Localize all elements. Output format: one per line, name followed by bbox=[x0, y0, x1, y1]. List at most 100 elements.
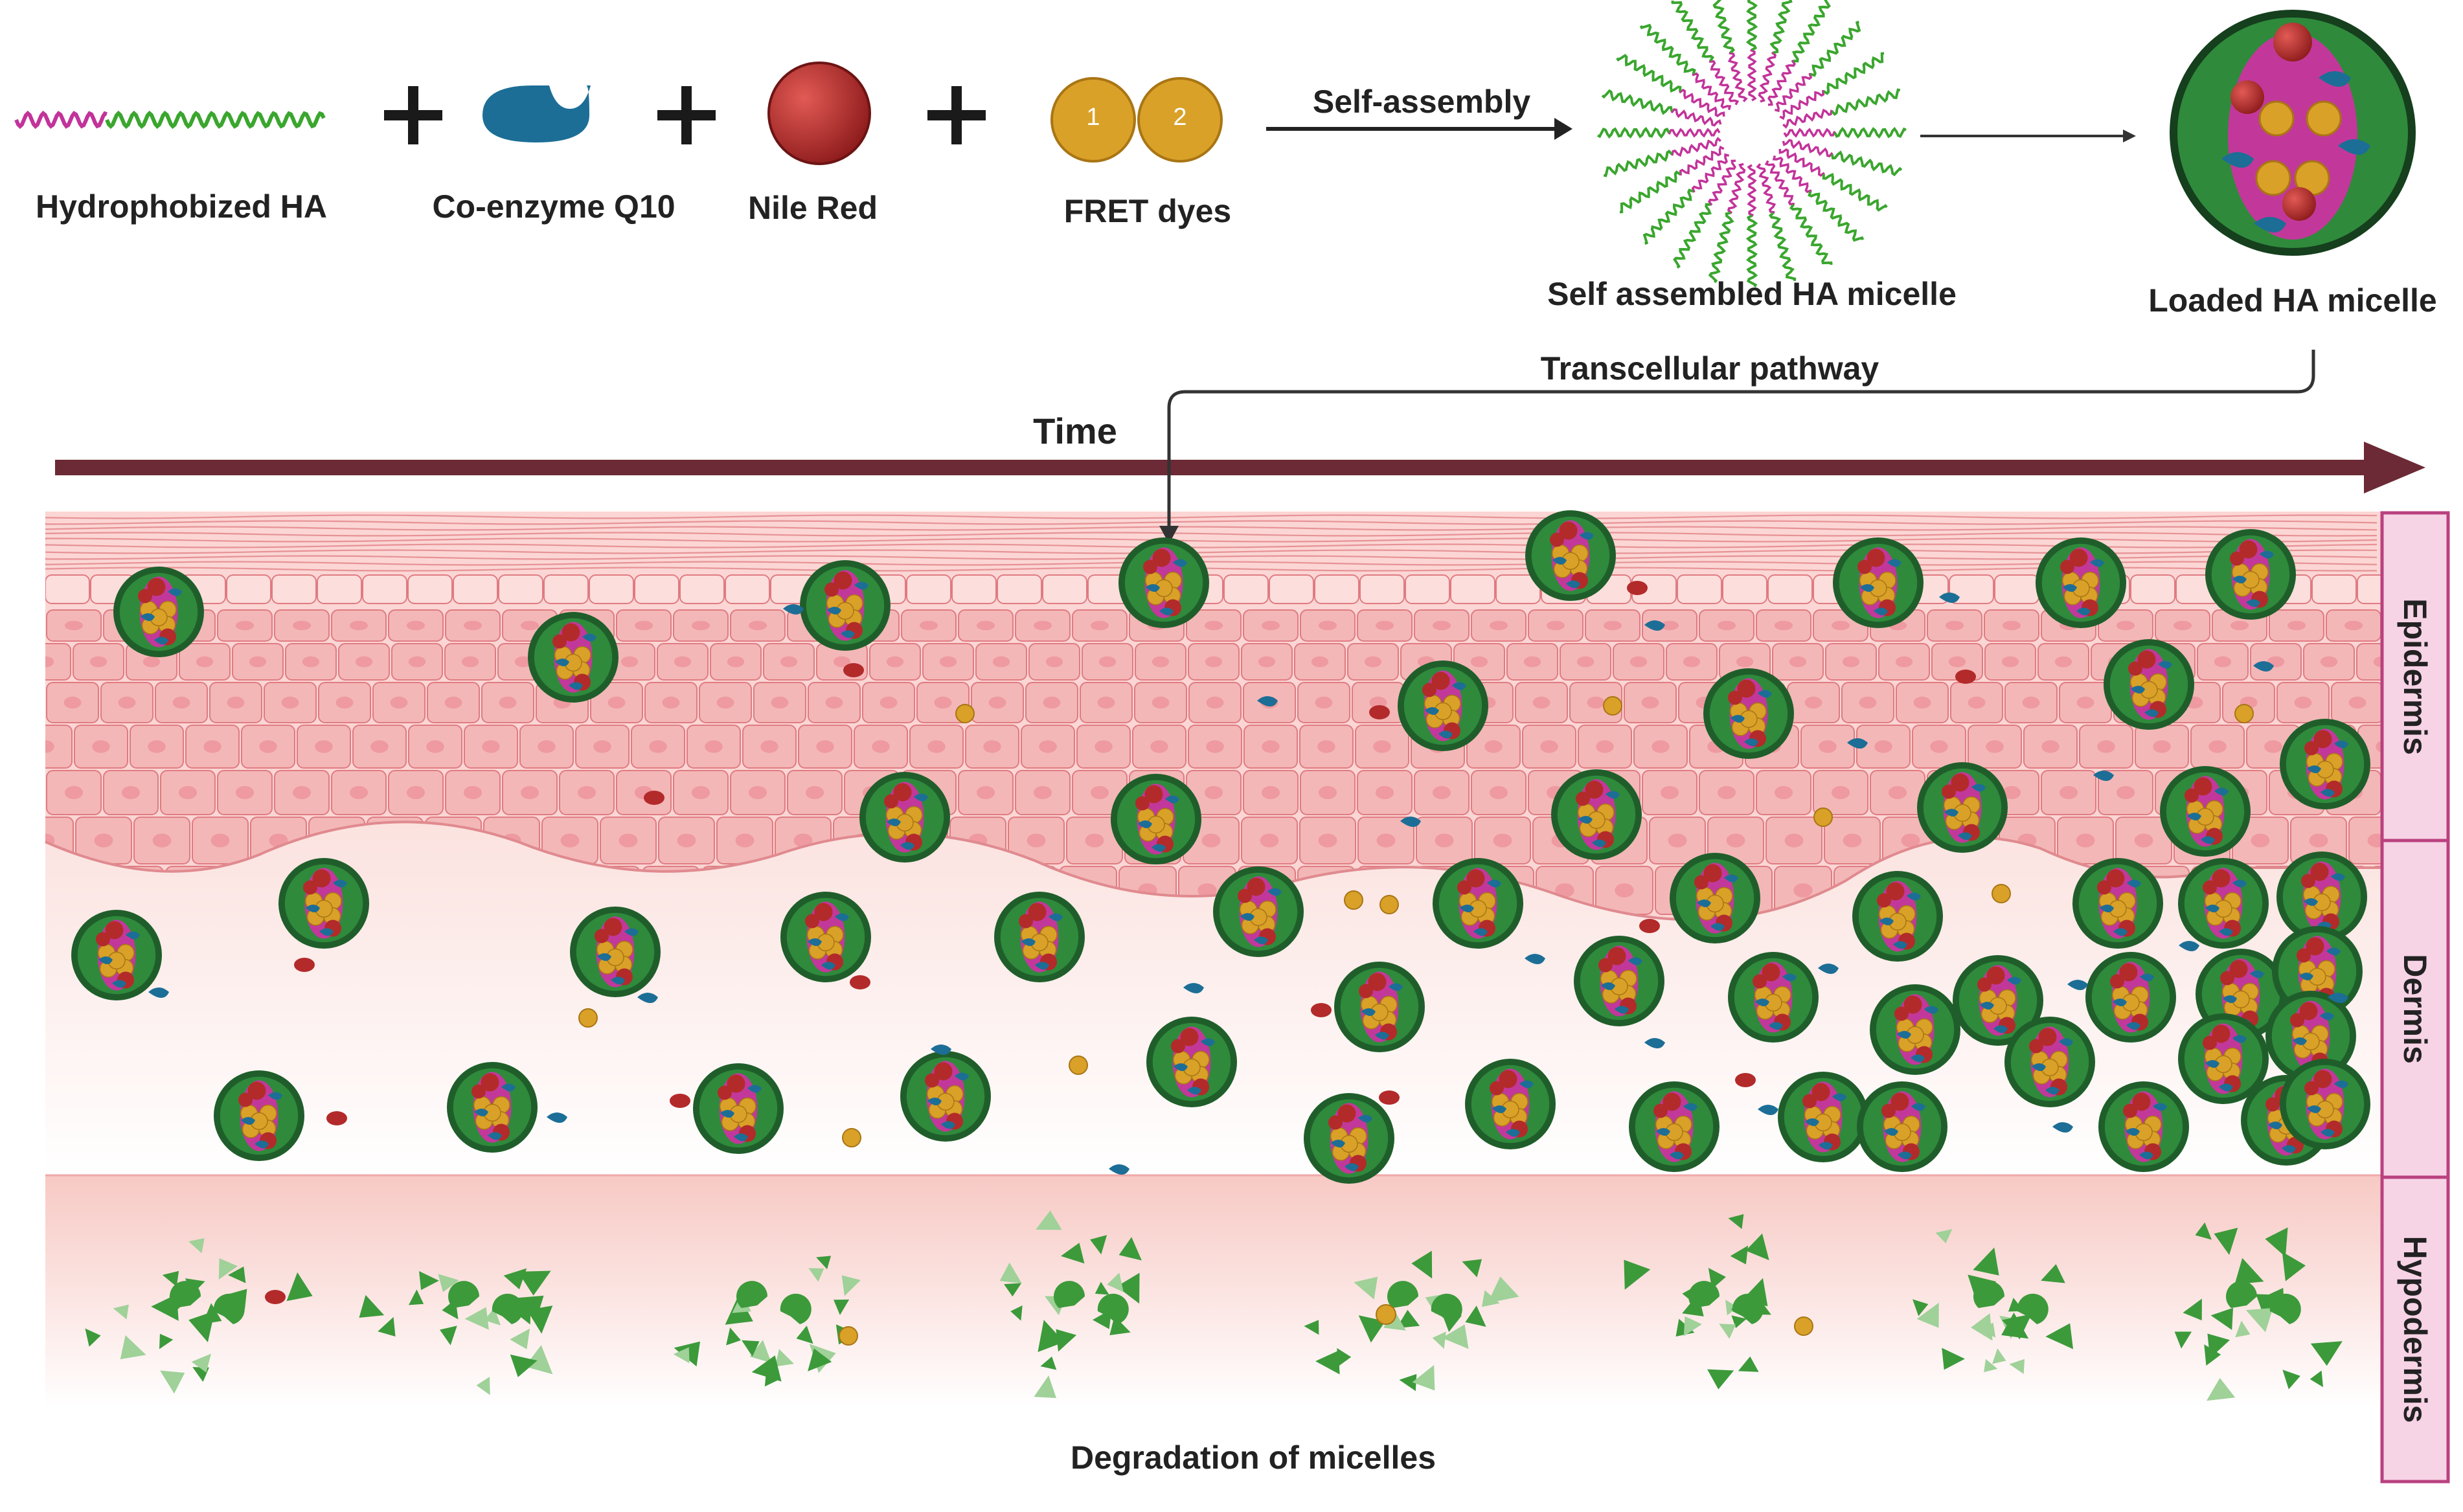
q10-particle bbox=[931, 1044, 951, 1055]
micelle-fragment bbox=[218, 1258, 238, 1280]
micelle-9 bbox=[2104, 639, 2194, 730]
fret-dye-2-label: 2 bbox=[1173, 104, 1187, 131]
micelle-fragment bbox=[527, 1305, 553, 1334]
fret-dye-particle bbox=[1992, 884, 2011, 903]
micelle-fragment bbox=[1683, 1316, 1702, 1337]
micelle-fragment bbox=[1973, 1247, 1999, 1276]
micelle-fragment bbox=[1090, 1235, 1107, 1255]
q10-particle bbox=[547, 1112, 567, 1123]
hypodermis-box bbox=[2380, 1175, 2450, 1484]
micelle-38 bbox=[1870, 984, 1960, 1075]
nile-red-particle bbox=[644, 791, 664, 805]
micelle-fragment bbox=[1056, 1329, 1077, 1352]
q10-particle bbox=[2067, 980, 2088, 990]
micelle-fragment bbox=[492, 1293, 523, 1324]
fret-dye-particle bbox=[1376, 1304, 1396, 1325]
micelle-13 bbox=[1111, 774, 1201, 864]
micelle-fragment bbox=[816, 1256, 832, 1270]
micelle-23 bbox=[1213, 866, 1304, 957]
micelle-fragment bbox=[1442, 1324, 1469, 1349]
q10-particle bbox=[1525, 954, 1545, 964]
micelle-36 bbox=[1146, 1017, 1237, 1107]
self-assembled-micelle-label: Self assembled HA micelle bbox=[1547, 276, 1957, 312]
micelle-fragment bbox=[1036, 1210, 1062, 1230]
epidermis-label: Epidermis bbox=[2397, 598, 2433, 755]
micelle-fragment bbox=[1107, 1272, 1124, 1292]
micelle-21 bbox=[780, 892, 871, 982]
fret-dye-1-label: 1 bbox=[1086, 104, 1100, 131]
micelle-28 bbox=[2178, 858, 2269, 949]
micelle-fragment bbox=[1387, 1281, 1418, 1308]
micelle-fragment bbox=[160, 1370, 185, 1394]
nile-red-label: Nile Red bbox=[747, 190, 878, 226]
micelle-fragment bbox=[1719, 1324, 1736, 1339]
micelle-7 bbox=[2036, 537, 2126, 628]
q10-particle bbox=[1644, 620, 1665, 631]
micelle-fragment bbox=[440, 1326, 457, 1346]
micelle-fragment bbox=[2017, 1293, 2049, 1324]
micelle-fragment bbox=[213, 1293, 245, 1324]
nile-red-particle bbox=[1955, 670, 1976, 684]
micelle-fragment bbox=[999, 1262, 1022, 1283]
micelle-fragment bbox=[2214, 1228, 2238, 1255]
micelle-fragment bbox=[2045, 1323, 2074, 1349]
micelle-fragment bbox=[834, 1299, 850, 1315]
micelle-fragment bbox=[2009, 1359, 2025, 1374]
micelle-fragment bbox=[1707, 1369, 1734, 1390]
self-assembly-label: Self-assembly bbox=[1312, 84, 1531, 120]
micelle-fragment bbox=[286, 1272, 313, 1302]
micelle-fragment bbox=[1054, 1281, 1085, 1308]
micelle-fragment bbox=[1465, 1305, 1486, 1327]
fret-dye-particle bbox=[578, 1008, 598, 1028]
plus-icon bbox=[927, 86, 986, 144]
nile-red-particle bbox=[1311, 1003, 1332, 1017]
transcellular-pathway-line bbox=[1167, 350, 2315, 530]
micelle-fragment bbox=[1004, 1283, 1022, 1297]
fret-dyes-label: FRET dyes bbox=[1063, 193, 1232, 229]
micelle-51 bbox=[2098, 1081, 2189, 1172]
micelle-fragment bbox=[1010, 1305, 1023, 1321]
micelle-32 bbox=[1953, 955, 2043, 1046]
micelle-fragment bbox=[736, 1281, 767, 1308]
fret-dye-particle bbox=[1344, 890, 1363, 910]
micelle-fragment bbox=[510, 1328, 530, 1349]
micelle-fragment bbox=[780, 1293, 812, 1324]
micelle-fragment bbox=[1118, 1237, 1142, 1261]
micelle-fragment bbox=[808, 1268, 824, 1282]
micelle-fragment bbox=[419, 1270, 439, 1291]
micelle-17 bbox=[2160, 766, 2251, 857]
micelle-fragment bbox=[1304, 1320, 1319, 1335]
micelle-fragment bbox=[1315, 1350, 1340, 1375]
fret-dye-particle bbox=[1813, 807, 1833, 827]
micelle-fragment bbox=[438, 1274, 459, 1292]
nile-red-particle bbox=[850, 975, 870, 989]
micelle-fragment bbox=[408, 1289, 424, 1305]
micelle-fragment bbox=[202, 1303, 222, 1324]
micelle-2 bbox=[528, 612, 619, 703]
micelle-fragment bbox=[775, 1349, 794, 1367]
micelle-48 bbox=[1629, 1081, 1720, 1172]
pathway-arrowhead bbox=[1159, 526, 1179, 544]
micelle-fragment bbox=[726, 1327, 741, 1346]
micelle-fragments bbox=[85, 1210, 2343, 1401]
fret-dyes-icon bbox=[1050, 77, 1223, 163]
micelle-fragment bbox=[517, 1270, 551, 1296]
hydrophobized-ha-label: Hydrophobized HA bbox=[36, 188, 327, 225]
micelle-fragment bbox=[2265, 1227, 2288, 1257]
skin-layers bbox=[45, 512, 2383, 1408]
micelle-fragment bbox=[1745, 1233, 1769, 1261]
micelle-fragment bbox=[1725, 1300, 1738, 1316]
micelle-fragment bbox=[808, 1348, 832, 1371]
coenzyme-q10-icon bbox=[482, 85, 591, 142]
micelle-fragment bbox=[1412, 1365, 1435, 1391]
micelle-fragment bbox=[1117, 1272, 1140, 1304]
coenzyme-q10-label: Co-enzyme Q10 bbox=[432, 188, 675, 225]
micelle-26 bbox=[1852, 871, 1943, 962]
micelle-fragment bbox=[120, 1335, 146, 1360]
micelle-8 bbox=[2205, 529, 2296, 620]
fret-dye-particle bbox=[842, 1128, 861, 1147]
micelle-18 bbox=[278, 858, 369, 949]
micelle-24 bbox=[1433, 858, 1523, 949]
micelle-45 bbox=[900, 1051, 991, 1142]
released-cargo bbox=[148, 581, 2348, 1175]
